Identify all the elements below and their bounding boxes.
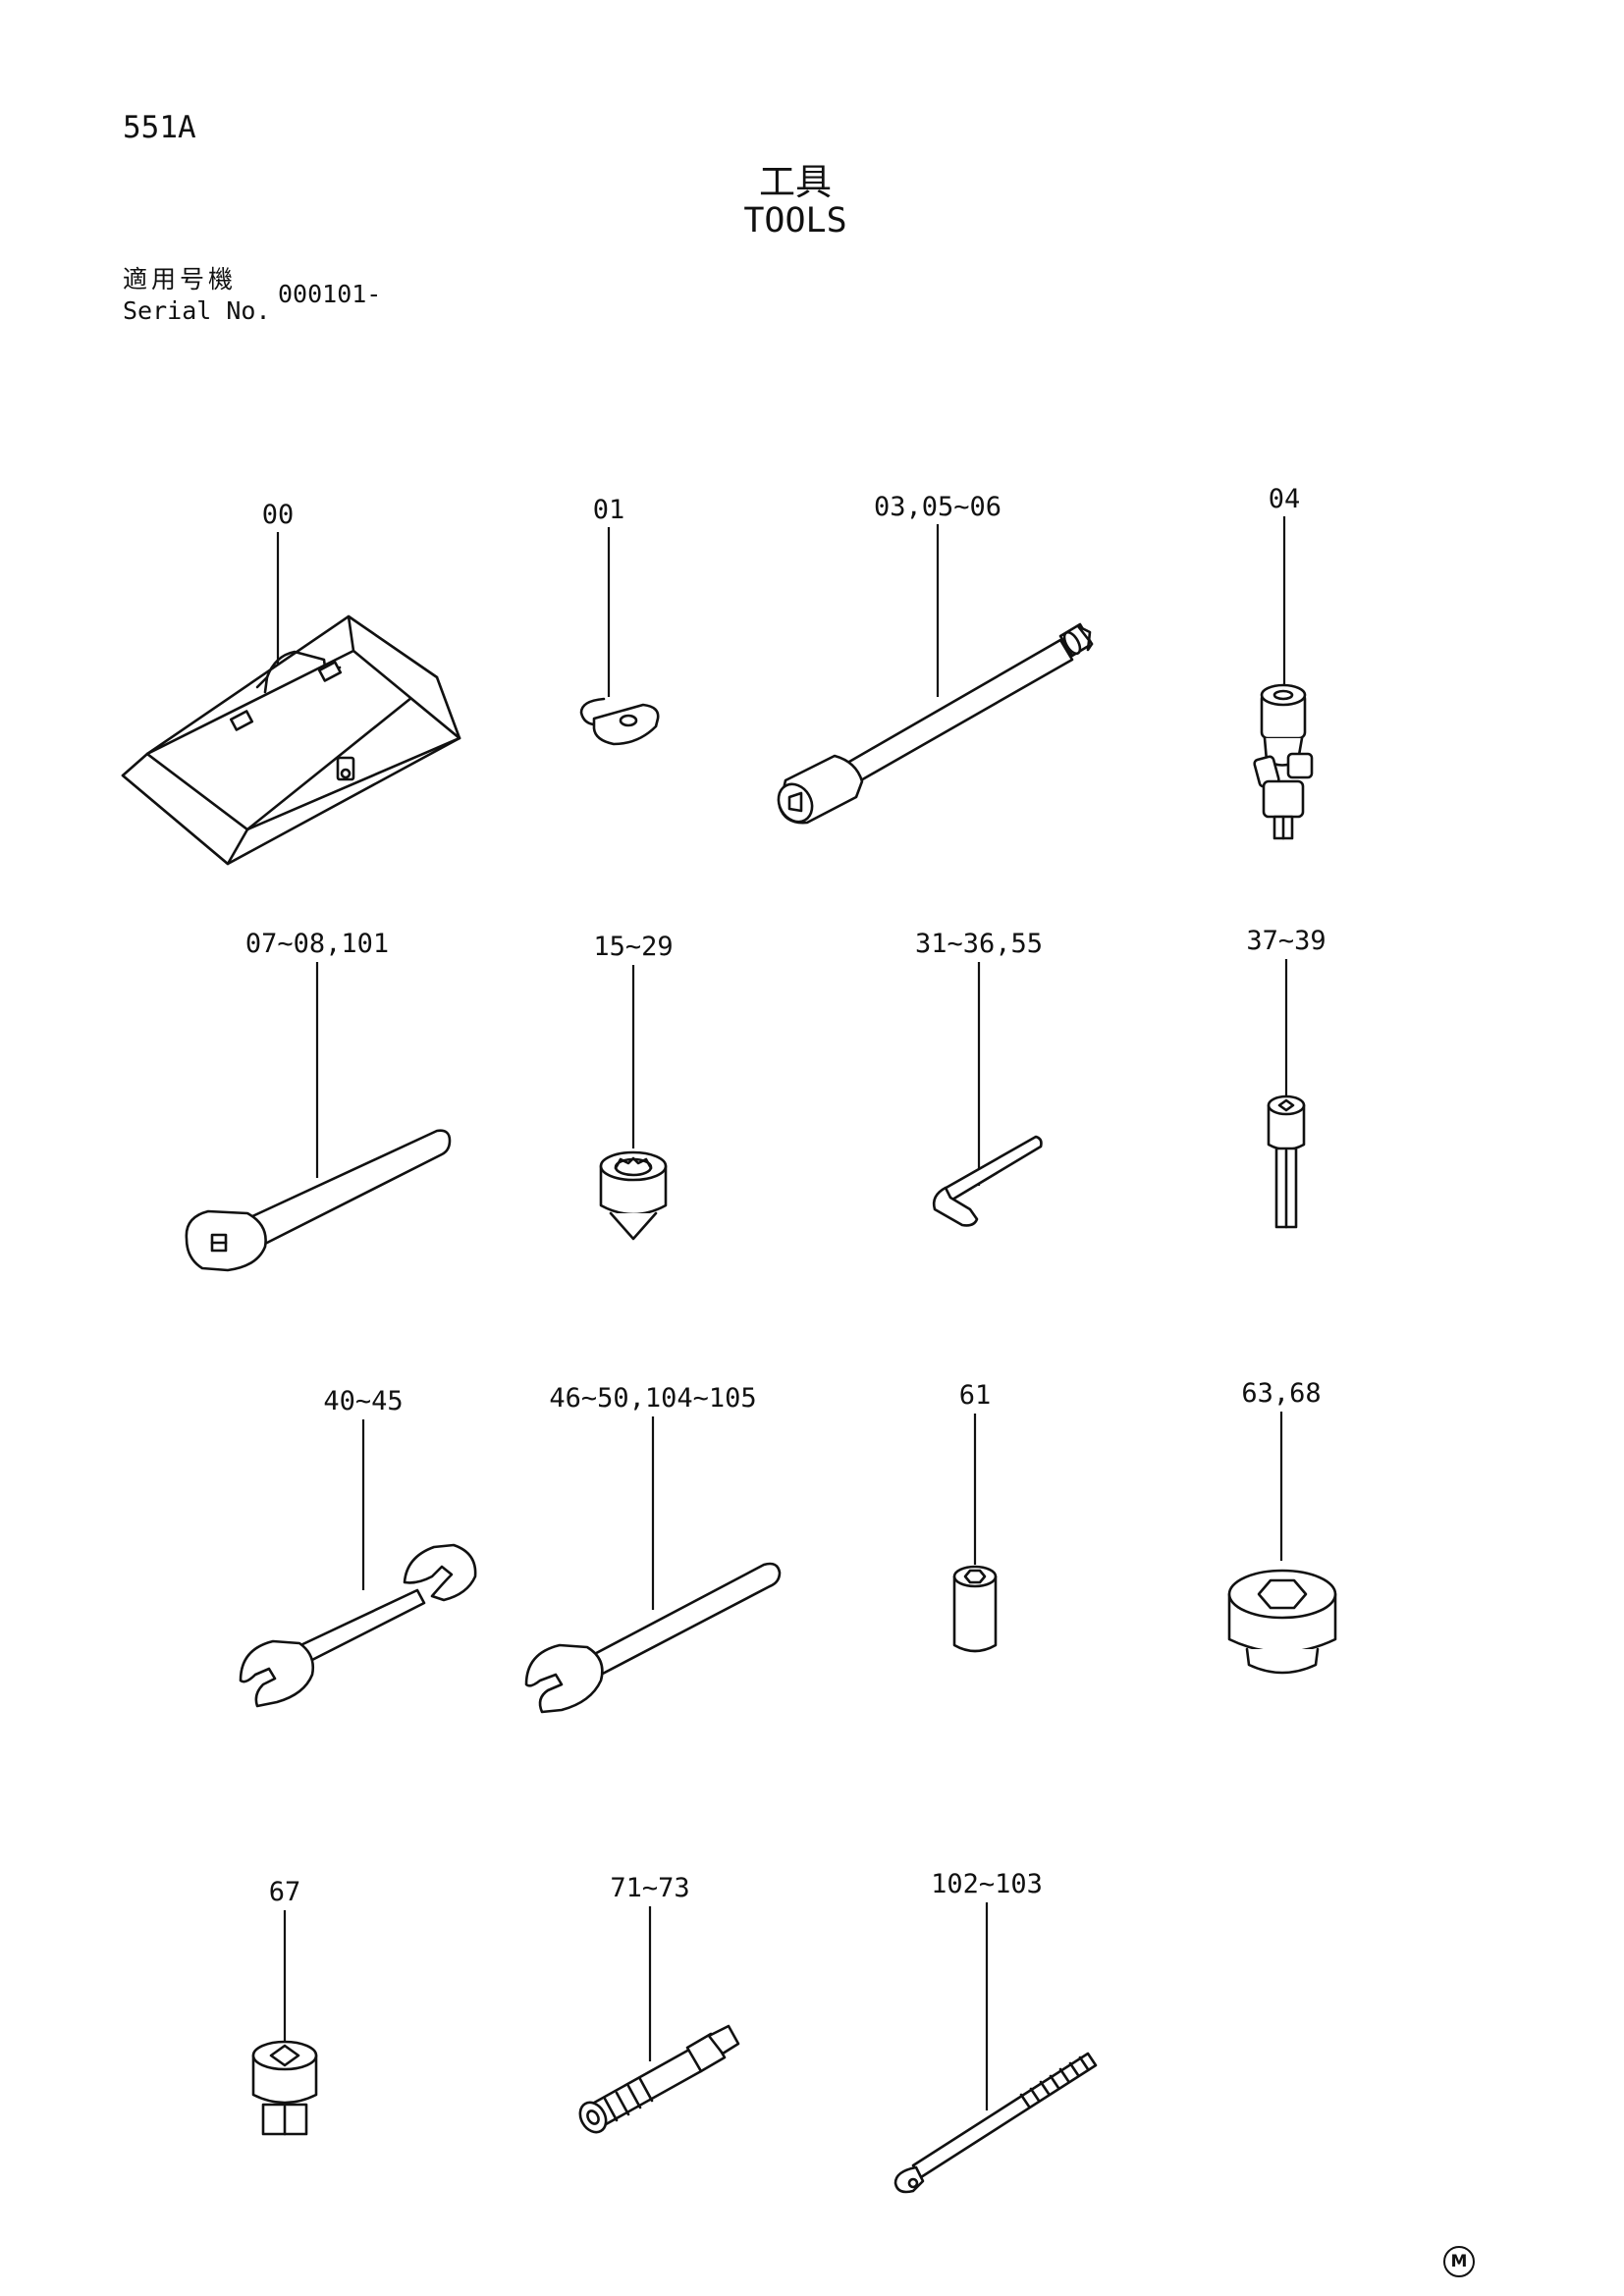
part-square-adapter: 67 — [251, 1877, 318, 2136]
maker-mark-icon: M — [1443, 2246, 1475, 2277]
part-label: 37~39 — [1246, 926, 1326, 956]
part-label: 71~73 — [610, 1873, 689, 1903]
part-label: 61 — [959, 1380, 992, 1411]
part-label: 04 — [1269, 484, 1301, 514]
serial-label: Serial No. — [123, 296, 271, 325]
part-tool-box: 00 — [121, 500, 461, 866]
part-large-hex-socket: 63,68 — [1227, 1378, 1337, 1675]
part-label: 63,68 — [1241, 1378, 1321, 1409]
part-ratchet-handle: 07~08,101 — [185, 929, 452, 1272]
part-label: 102~103 — [931, 1869, 1043, 1899]
part-hex-bit-socket: 37~39 — [1246, 926, 1326, 1229]
part-label: 15~29 — [593, 932, 673, 962]
part-threaded-adapter: 71~73 — [578, 1873, 740, 2134]
part-label: 01 — [593, 495, 625, 525]
part-universal-joint: 04 — [1253, 484, 1314, 840]
part-label: 31~36,55 — [915, 929, 1043, 959]
page-number: 551A — [123, 110, 196, 145]
page-title: TOOLS — [743, 201, 847, 240]
part-hook: 01 — [579, 495, 660, 746]
part-extension-bar: 03,05~06 — [777, 492, 1094, 825]
serial-number-value: 000101- — [278, 280, 382, 308]
part-twelve-point-socket: 15~29 — [593, 932, 674, 1241]
part-single-open-wrench: 46~50,104~105 — [524, 1383, 782, 1714]
part-deep-socket: 61 — [952, 1380, 998, 1653]
part-label: 07~08,101 — [245, 929, 389, 959]
serial-label-japanese: 適用号機 — [123, 265, 238, 294]
part-label: 46~50,104~105 — [549, 1383, 756, 1414]
part-label: 03,05~06 — [874, 492, 1001, 522]
part-label: 00 — [262, 500, 295, 530]
page-title-japanese: 工具 — [759, 161, 832, 203]
part-hex-key: 31~36,55 — [915, 929, 1043, 1227]
part-double-open-wrench: 40~45 — [239, 1386, 477, 1708]
part-label: 67 — [269, 1877, 301, 1907]
part-label: 40~45 — [323, 1386, 403, 1416]
part-threaded-rod: 102~103 — [893, 1869, 1098, 2194]
